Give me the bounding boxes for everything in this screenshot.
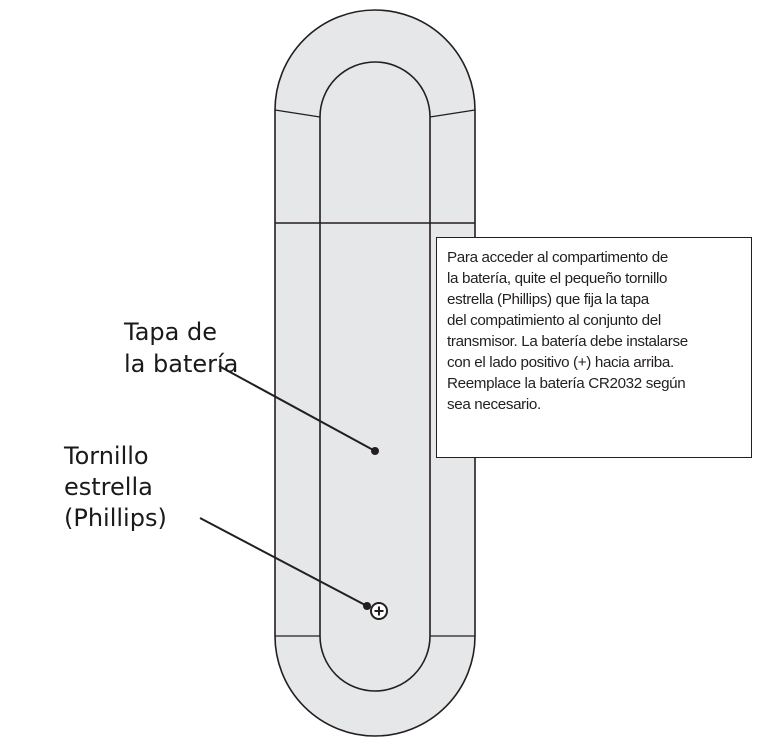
battery-cover-leader-dot xyxy=(371,447,379,455)
note-line: del compatimiento al conjunto del xyxy=(447,312,661,329)
note-line: sea necesario. xyxy=(447,396,541,413)
note-line: estrella (Phillips) que fija la tapa xyxy=(447,291,649,308)
battery-cover-label-line: la batería xyxy=(124,350,238,378)
note-line: con el lado positivo (+) hacia arriba. xyxy=(447,354,674,371)
note-line: Reemplace la batería CR2032 según xyxy=(447,375,686,392)
screw-leader-dot xyxy=(363,602,371,610)
instruction-note: Para acceder al compartimento de la bate… xyxy=(436,237,752,458)
note-line: transmisor. La batería debe instalarse xyxy=(447,333,688,350)
battery-cover-leader-line xyxy=(218,365,376,452)
battery-cover-label-line: Tapa de xyxy=(123,318,217,346)
note-line: la batería, quite el pequeño tornillo xyxy=(447,270,668,287)
seam-line-upper-right xyxy=(429,109,476,118)
battery-cover-label: Tapa de la batería xyxy=(123,318,238,378)
screw-label: Tornillo estrella (Phillips) xyxy=(63,442,167,532)
note-line: Para acceder al compartimento de xyxy=(447,249,668,266)
screw-label-line: (Phillips) xyxy=(64,504,167,532)
seam-line-upper-left xyxy=(274,109,321,118)
screw-label-line: estrella xyxy=(64,473,153,501)
phillips-screw-icon xyxy=(370,602,388,620)
battery-cover xyxy=(319,61,431,692)
screw-leader-line xyxy=(199,517,368,607)
screw-label-line: Tornillo xyxy=(63,442,149,470)
